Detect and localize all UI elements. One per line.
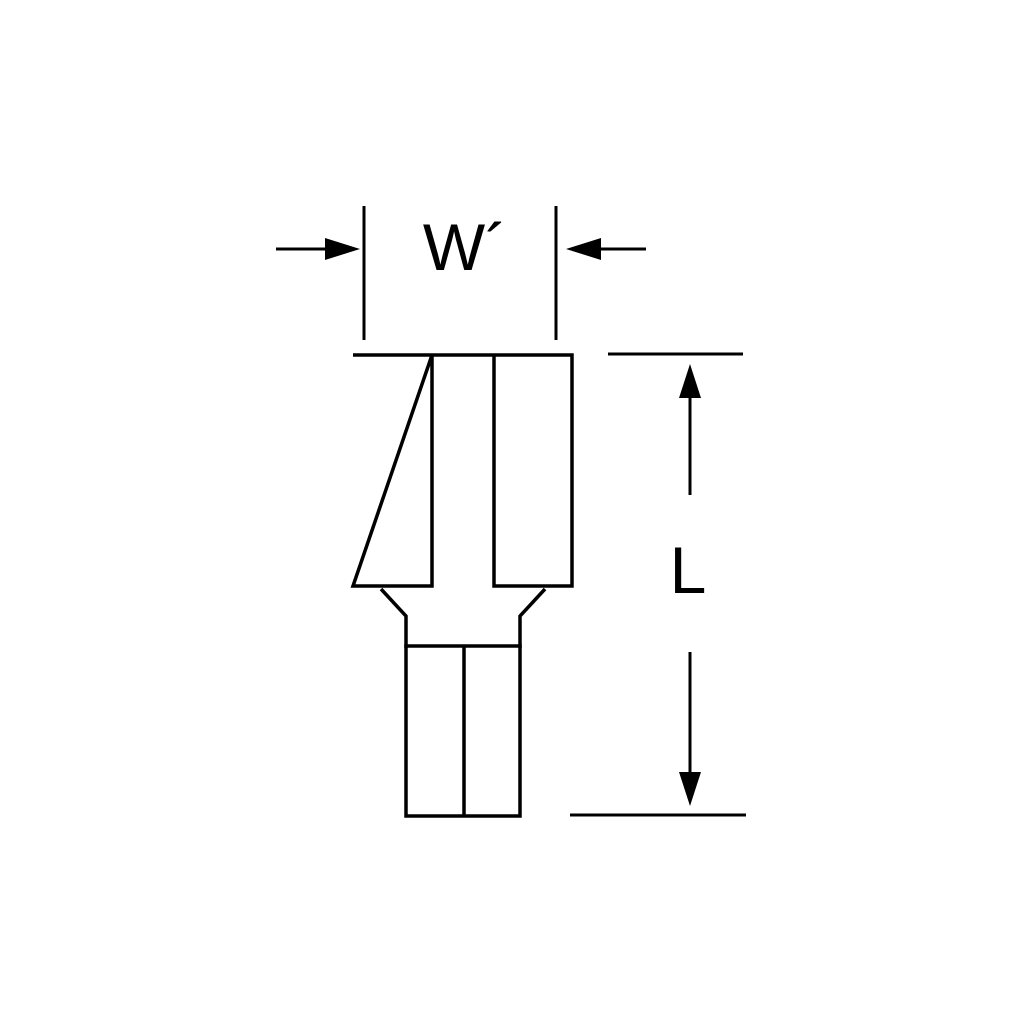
receptacle-body [350, 353, 574, 588]
length-dimension: L [570, 352, 746, 817]
terminal-outline [350, 353, 574, 818]
length-dimension-label: L [670, 533, 707, 607]
right-neck-taper [518, 587, 547, 648]
width-arrow-right-head [566, 238, 601, 260]
width-dimension: W´ [276, 206, 646, 340]
width-arrow-left-head [325, 238, 360, 260]
length-arrow-up-head [679, 364, 701, 398]
left-neck-taper [379, 587, 408, 648]
length-arrow-down-head [679, 772, 701, 806]
width-dimension-label: W´ [423, 210, 507, 284]
